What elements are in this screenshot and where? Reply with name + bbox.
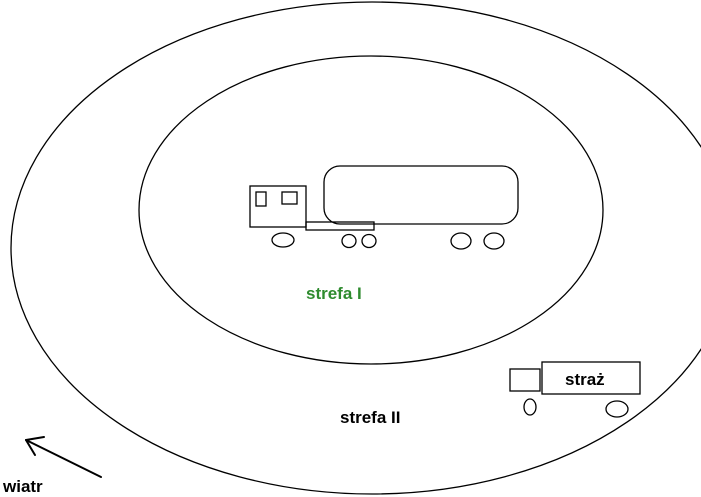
zone-outer-label: strefa II xyxy=(340,408,400,427)
zone-inner-label: strefa I xyxy=(306,284,362,303)
wind-label: wiatr xyxy=(2,477,43,496)
tanker-truck-icon xyxy=(249,165,519,250)
wind-arrow-icon xyxy=(25,436,102,478)
outer-zone-ellipse xyxy=(10,1,701,495)
inner-zone-ellipse xyxy=(138,55,604,365)
fire-truck-label: straż xyxy=(565,370,605,389)
fire-truck-icon xyxy=(509,361,641,418)
